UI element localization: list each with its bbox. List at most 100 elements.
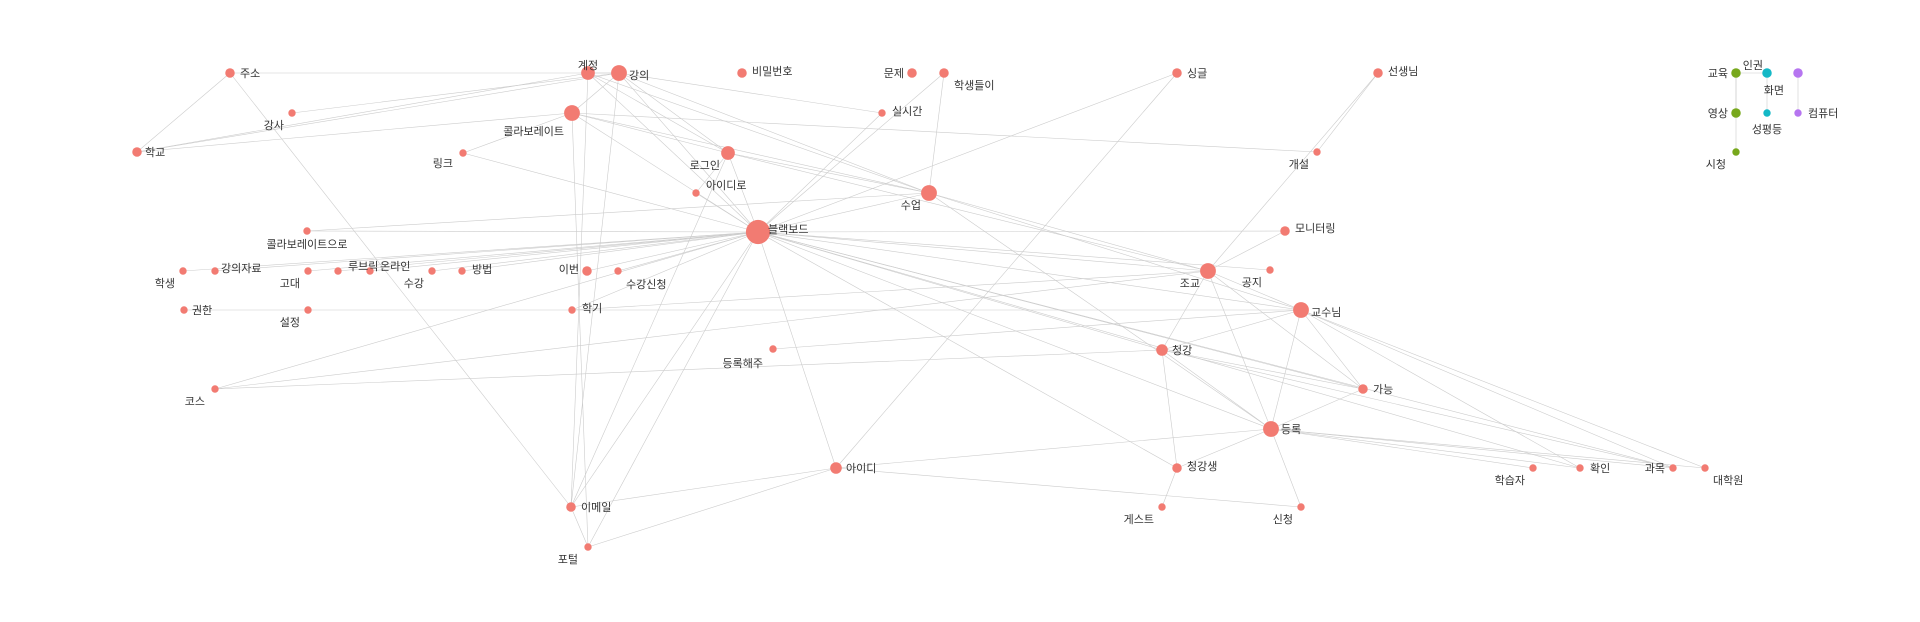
node[interactable] [582, 266, 592, 276]
node[interactable] [1156, 344, 1168, 356]
node[interactable] [907, 68, 917, 78]
node[interactable] [288, 109, 296, 117]
node-label: 이메일 [581, 500, 611, 514]
node[interactable] [721, 146, 735, 160]
node[interactable] [1263, 421, 1279, 437]
edge [757, 72, 1178, 233]
node[interactable] [366, 267, 374, 275]
node[interactable] [692, 189, 700, 197]
node[interactable] [614, 267, 622, 275]
node[interactable] [564, 105, 580, 121]
edge [928, 192, 1272, 430]
node[interactable] [1172, 68, 1182, 78]
node-label: 비밀번호 [752, 65, 792, 78]
node[interactable] [304, 267, 312, 275]
label-layer: 블랙보드강의계정콜라보레이트로그인수업조교교수님청강등록아이디이메일포털청강생게… [145, 59, 1838, 566]
edge [587, 72, 930, 194]
node[interactable] [584, 543, 592, 551]
node[interactable] [1529, 464, 1537, 472]
node[interactable] [1763, 109, 1771, 117]
node[interactable] [179, 267, 187, 275]
node[interactable] [1731, 108, 1741, 118]
node[interactable] [303, 227, 311, 235]
edge [757, 231, 1272, 430]
node[interactable] [1200, 263, 1216, 279]
node-label: 교수님 [1311, 306, 1341, 319]
node-layer [132, 65, 1803, 551]
node[interactable] [1701, 464, 1709, 472]
edge [570, 231, 759, 508]
node[interactable] [1158, 503, 1166, 511]
edge [727, 152, 1209, 272]
edge [586, 231, 759, 272]
node[interactable] [459, 149, 467, 157]
edge [1207, 270, 1364, 390]
edge [571, 270, 1209, 311]
edge [1161, 309, 1302, 351]
node[interactable] [769, 345, 777, 353]
node[interactable] [1266, 266, 1274, 274]
edge [136, 112, 573, 153]
edge [835, 428, 1272, 469]
edge [757, 231, 1271, 271]
node[interactable] [1793, 68, 1803, 78]
edge [757, 112, 883, 233]
edge [772, 309, 1302, 350]
edge [1161, 349, 1272, 430]
edge [571, 231, 759, 311]
node[interactable] [1172, 463, 1182, 473]
node[interactable] [1732, 148, 1740, 156]
edge [570, 152, 729, 508]
node[interactable] [428, 267, 436, 275]
node[interactable] [737, 68, 747, 78]
node-label: 코스 [185, 395, 205, 408]
node[interactable] [1794, 109, 1802, 117]
node[interactable] [830, 462, 842, 474]
node[interactable] [211, 385, 219, 393]
node[interactable] [225, 68, 235, 78]
node-label: 아이디로 [706, 179, 746, 192]
node[interactable] [939, 68, 949, 78]
node[interactable] [878, 109, 886, 117]
node[interactable] [1762, 68, 1772, 78]
edge [1207, 230, 1286, 272]
node[interactable] [581, 66, 595, 80]
node[interactable] [1669, 464, 1677, 472]
node[interactable] [304, 306, 312, 314]
node[interactable] [745, 219, 771, 245]
node[interactable] [568, 306, 576, 314]
node[interactable] [1313, 148, 1321, 156]
node[interactable] [1731, 68, 1741, 78]
edge [757, 231, 1163, 351]
node[interactable] [334, 267, 342, 275]
edge [695, 152, 729, 194]
node[interactable] [1293, 302, 1309, 318]
edge [757, 231, 837, 469]
node[interactable] [180, 306, 188, 314]
node[interactable] [458, 267, 466, 275]
node[interactable] [566, 502, 576, 512]
node[interactable] [921, 185, 937, 201]
node[interactable] [1280, 226, 1290, 236]
node-label: 강의자료 [221, 262, 261, 275]
node[interactable] [1297, 503, 1305, 511]
node[interactable] [211, 267, 219, 275]
edge [618, 72, 759, 233]
edge [1161, 467, 1178, 508]
edge [618, 72, 930, 194]
edge [757, 72, 945, 233]
node[interactable] [1373, 68, 1383, 78]
node[interactable] [1358, 384, 1368, 394]
node[interactable] [132, 147, 142, 157]
edge [136, 72, 231, 153]
edge [757, 231, 1581, 469]
edge [571, 112, 930, 194]
node[interactable] [611, 65, 627, 81]
edge [369, 231, 759, 272]
edge [587, 467, 837, 548]
node-label: 학생 [155, 277, 175, 290]
edge [136, 72, 620, 153]
node[interactable] [1576, 464, 1584, 472]
node-label: 콜라보레이트 [503, 125, 564, 138]
